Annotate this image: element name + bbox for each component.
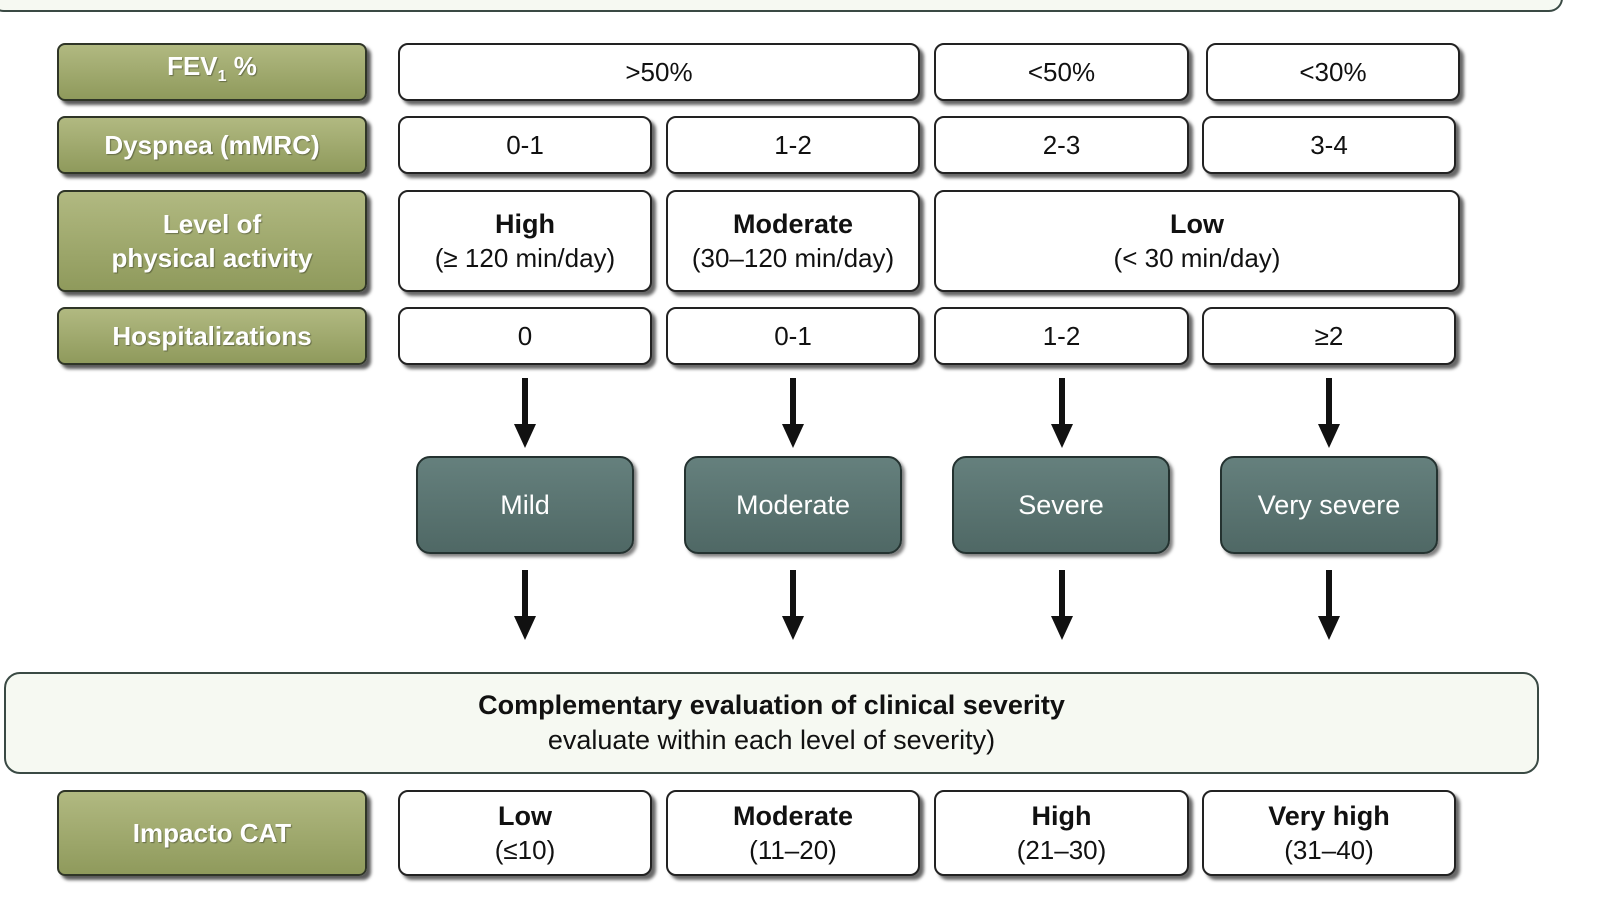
fev1-value: <50% bbox=[1027, 57, 1096, 87]
hospitalizations-cell: 1-2 bbox=[934, 307, 1189, 365]
hospitalizations-value: ≥2 bbox=[1314, 321, 1344, 351]
hospitalizations-value: 1-2 bbox=[1042, 321, 1081, 351]
activity-cell-low: Low (< 30 min/day) bbox=[934, 190, 1460, 292]
hospitalizations-cell: ≥2 bbox=[1202, 307, 1456, 365]
cat-level-title: Very high bbox=[1268, 801, 1390, 831]
activity-cell-moderate: Moderate (30–120 min/day) bbox=[666, 190, 920, 292]
cat-cell-very-high: Very high (31–40) bbox=[1202, 790, 1456, 876]
arrow-down-icon bbox=[514, 378, 536, 448]
activity-level-title: Low bbox=[1170, 209, 1224, 239]
cat-cell-low: Low (≤10) bbox=[398, 790, 652, 876]
cat-level-detail: (11–20) bbox=[749, 835, 837, 865]
cat-label: Impacto CAT bbox=[57, 790, 367, 876]
hospitalizations-label: Hospitalizations bbox=[57, 307, 367, 365]
dyspnea-value: 2-3 bbox=[1042, 130, 1081, 160]
complementary-subtitle: evaluate within each level of severity) bbox=[547, 725, 996, 755]
hospitalizations-cell: 0 bbox=[398, 307, 652, 365]
cat-level-detail: (≤10) bbox=[494, 835, 556, 865]
activity-level-title: High bbox=[495, 209, 555, 239]
arrow-down-icon bbox=[1318, 570, 1340, 640]
severity-severe: Severe bbox=[952, 456, 1170, 554]
activity-cell-high: High (≥ 120 min/day) bbox=[398, 190, 652, 292]
complementary-title: Complementary evaluation of clinical sev… bbox=[478, 690, 1065, 720]
hospitalizations-label-text: Hospitalizations bbox=[112, 321, 312, 351]
activity-level-detail: (≥ 120 min/day) bbox=[434, 243, 616, 273]
cat-level-detail: (31–40) bbox=[1284, 835, 1374, 865]
severity-label: Mild bbox=[500, 489, 550, 520]
arrow-down-icon bbox=[782, 378, 804, 448]
activity-label: Level of physical activity bbox=[57, 190, 367, 292]
dyspnea-value: 0-1 bbox=[506, 130, 544, 160]
arrow-down-icon bbox=[1318, 378, 1340, 448]
arrow-down-icon bbox=[1051, 378, 1073, 448]
dyspnea-cell: 0-1 bbox=[398, 116, 652, 174]
arrow-down-icon bbox=[1051, 570, 1073, 640]
fev1-value: <30% bbox=[1299, 57, 1367, 87]
cat-level-title: Low bbox=[498, 801, 552, 831]
fev1-label: FEV1 % bbox=[57, 43, 367, 101]
hospitalizations-value: 0 bbox=[517, 321, 533, 351]
dyspnea-cell: 3-4 bbox=[1202, 116, 1456, 174]
cat-cell-moderate: Moderate (11–20) bbox=[666, 790, 920, 876]
fev1-label-text: FEV1 % bbox=[167, 51, 257, 86]
arrow-down-icon bbox=[514, 570, 536, 640]
dyspnea-value: 1-2 bbox=[774, 130, 812, 160]
hospitalizations-cell: 0-1 bbox=[666, 307, 920, 365]
fev1-cell-over-50: >50% bbox=[398, 43, 920, 101]
cat-cell-high: High (21–30) bbox=[934, 790, 1189, 876]
dyspnea-cell: 2-3 bbox=[934, 116, 1189, 174]
dyspnea-value: 3-4 bbox=[1310, 130, 1348, 160]
severity-label: Severe bbox=[1018, 489, 1104, 520]
severity-mild: Mild bbox=[416, 456, 634, 554]
fev1-value: >50% bbox=[625, 57, 693, 87]
hospitalizations-value: 0-1 bbox=[774, 321, 812, 351]
activity-level-detail: (30–120 min/day) bbox=[691, 243, 895, 273]
activity-label-line: physical activity bbox=[111, 243, 313, 273]
arrow-down-icon bbox=[782, 570, 804, 640]
cat-label-text: Impacto CAT bbox=[132, 818, 292, 848]
dyspnea-label-text: Dyspnea (mMRC) bbox=[104, 130, 320, 160]
severity-label: Very severe bbox=[1257, 489, 1401, 520]
dyspnea-cell: 1-2 bbox=[666, 116, 920, 174]
cat-level-detail: (21–30) bbox=[1016, 835, 1107, 865]
fev1-cell-under-50: <50% bbox=[934, 43, 1189, 101]
activity-label-line: Level of bbox=[162, 209, 262, 239]
complementary-evaluation-panel: Complementary evaluation of clinical sev… bbox=[4, 672, 1539, 774]
severity-moderate: Moderate bbox=[684, 456, 902, 554]
severity-label: Moderate bbox=[735, 489, 851, 520]
cat-level-title: Moderate bbox=[732, 801, 854, 831]
cat-level-title: High bbox=[1031, 801, 1092, 831]
activity-level-detail: (< 30 min/day) bbox=[1113, 243, 1281, 273]
activity-level-title: Moderate bbox=[732, 209, 854, 239]
fev1-cell-under-30: <30% bbox=[1206, 43, 1460, 101]
dyspnea-label: Dyspnea (mMRC) bbox=[57, 116, 367, 174]
severity-very-severe: Very severe bbox=[1220, 456, 1438, 554]
top-frame bbox=[0, 0, 1563, 12]
